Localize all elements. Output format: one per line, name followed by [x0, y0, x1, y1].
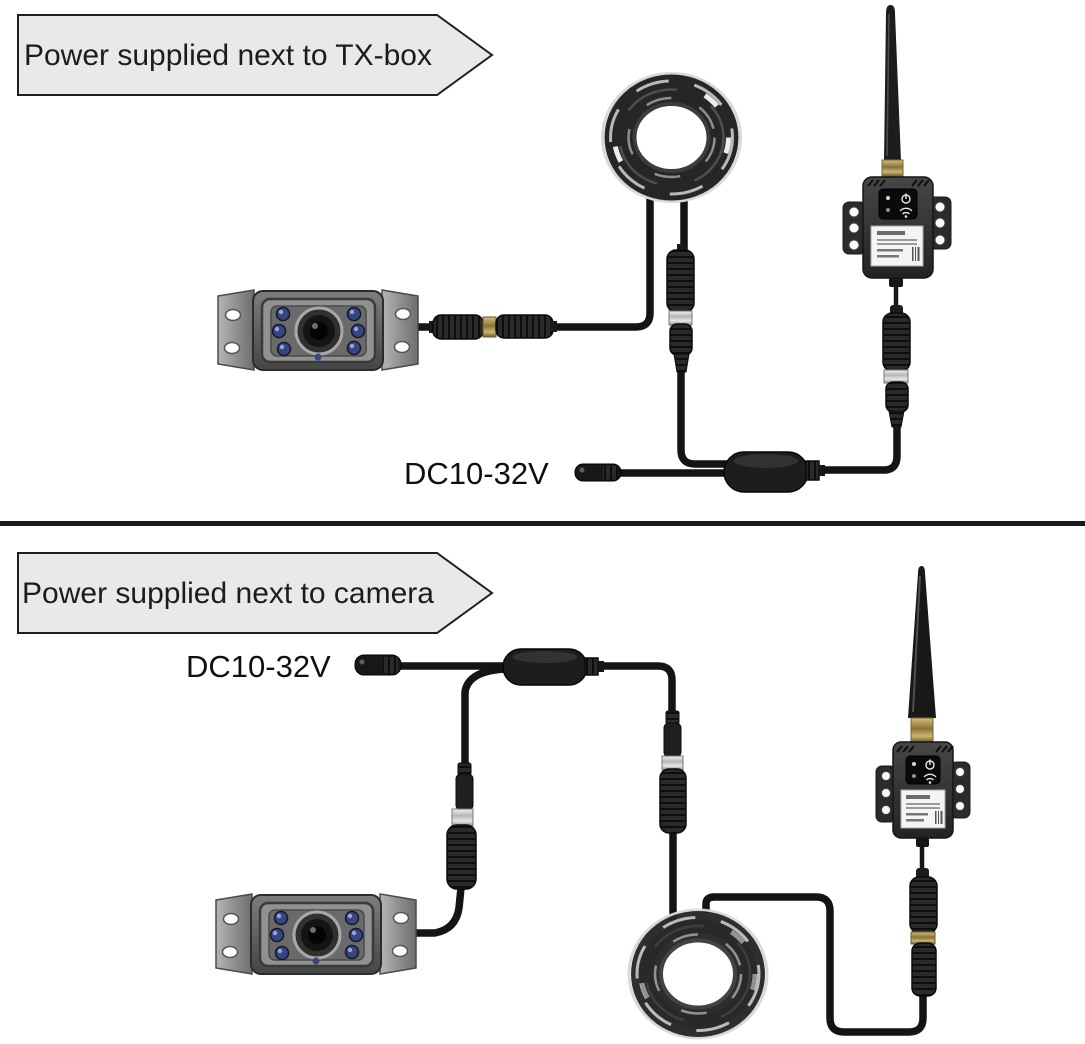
banner-arrow-bottom — [17, 552, 494, 634]
cables-top — [406, 190, 901, 477]
banner-arrow-top — [17, 14, 494, 96]
barrel-connector-top — [666, 244, 695, 373]
wireless-transmitter-top — [842, 5, 952, 287]
barcode — [935, 811, 943, 824]
extension-connector-top — [429, 314, 557, 340]
wifi-icon — [923, 773, 937, 784]
rear-camera-top — [216, 288, 420, 372]
dc-power-plug-top — [574, 463, 622, 482]
banner-label-bottom: Power supplied next to camera — [22, 577, 434, 610]
connector-to-camera-cable — [400, 884, 465, 937]
silver-collar — [661, 755, 684, 771]
vent-slots — [896, 745, 954, 753]
power-splitter-top — [723, 451, 825, 493]
power-splitter-bottom — [502, 648, 604, 686]
splitter-to-connector-cable — [593, 662, 676, 716]
top-diagram: Power supplied next to TX-box — [17, 5, 952, 493]
antenna-connector — [910, 717, 934, 743]
silver-collar — [668, 310, 693, 326]
bottom-diagram: Power supplied next to camera DC10-32V — [17, 552, 971, 1038]
banner-label-top: Power supplied next to TX-box — [24, 39, 432, 72]
product-label — [870, 225, 924, 267]
antenna-connector — [881, 159, 904, 177]
indicator-panel — [878, 188, 918, 220]
barcode — [912, 247, 920, 261]
splitter-to-transmitter-cable — [816, 420, 901, 474]
power-icon — [901, 193, 911, 204]
cables-bottom — [395, 662, 927, 1036]
connector-to-splitter-cable — [677, 364, 734, 468]
dc-power-plug-bottom — [354, 654, 402, 676]
cable-coil-top — [603, 74, 741, 202]
transmitter-connector-top — [882, 305, 911, 428]
silver-collar — [883, 369, 909, 384]
indicator-panel — [905, 755, 941, 785]
coil-to-transmitter-cable — [702, 893, 927, 1036]
product-label — [900, 789, 946, 829]
transmitter-connector-bottom — [909, 868, 938, 997]
gold-collar — [482, 316, 497, 338]
gold-collar — [910, 931, 936, 945]
wifi-icon — [899, 207, 913, 218]
rear-camera-bottom — [214, 892, 418, 976]
vent-slots — [867, 179, 930, 187]
wireless-transmitter-bottom — [875, 566, 971, 847]
power-icon — [925, 759, 935, 770]
barrel-connector-middle — [659, 710, 687, 834]
antenna — [908, 566, 936, 718]
voltage-label-top: DC10-32V — [404, 456, 549, 491]
barrel-connector-camera-side — [446, 762, 477, 890]
section-divider — [0, 521, 1085, 526]
camera-to-coil-cable — [548, 192, 654, 331]
voltage-label-bottom: DC10-32V — [186, 649, 331, 684]
silver-collar — [451, 808, 474, 827]
cable-coil-bottom — [629, 910, 767, 1038]
splitter-to-camera-branch — [461, 665, 509, 768]
